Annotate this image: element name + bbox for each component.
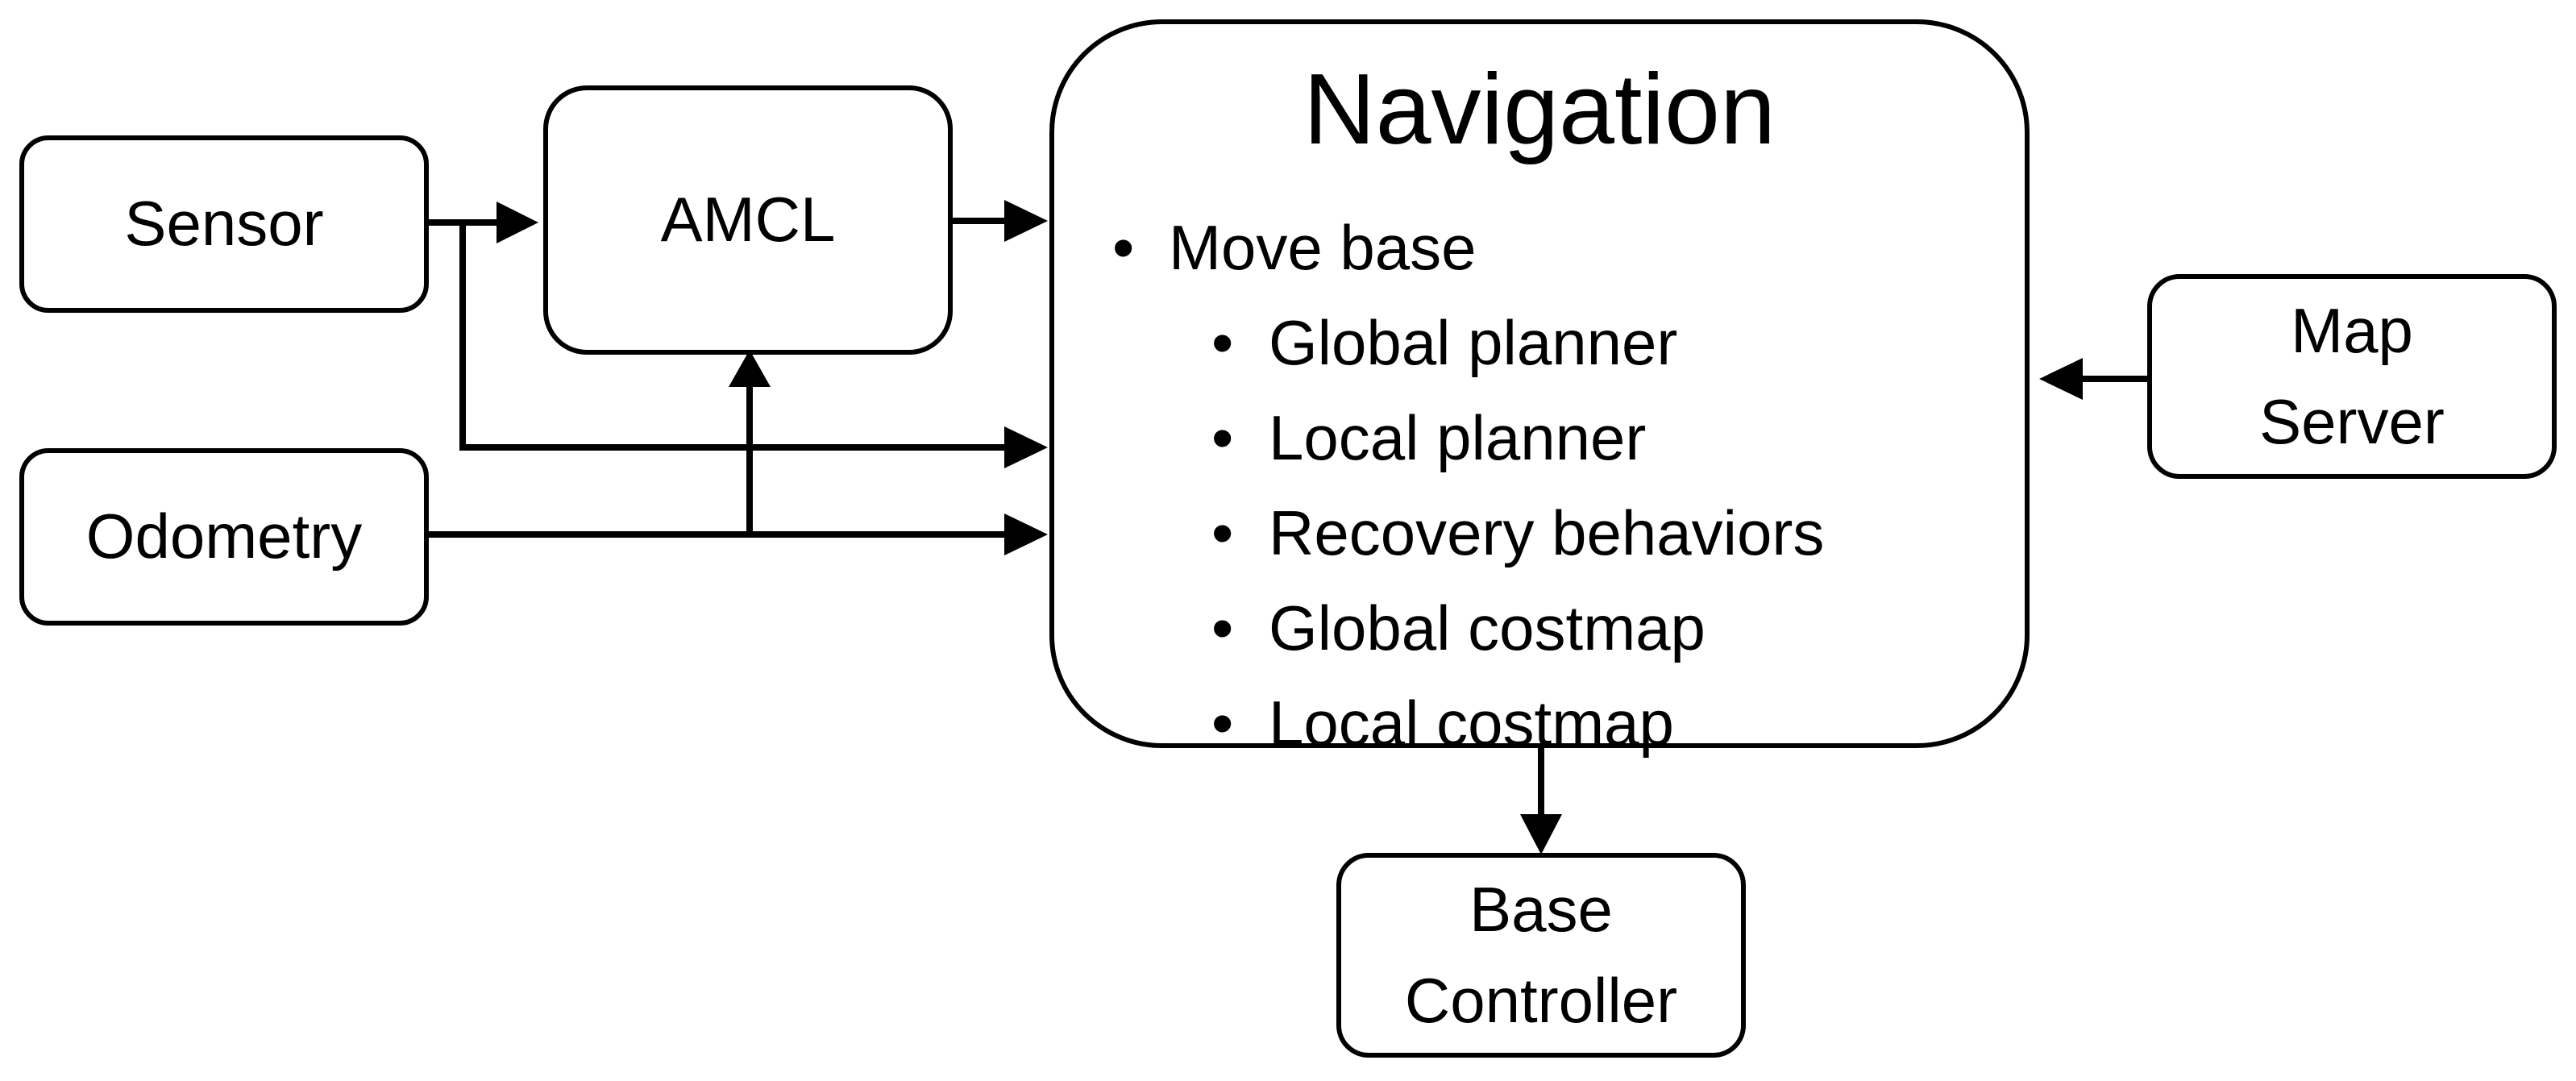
arrowhead-odometry-amcl	[729, 350, 771, 387]
map-server-label-line-1: Map	[2291, 294, 2413, 366]
navigation-item: Move base	[1103, 200, 1824, 295]
odometry-label: Odometry	[85, 501, 363, 572]
sensor-label: Sensor	[124, 188, 324, 260]
navigation-item: Global costmap	[1103, 580, 1824, 676]
edge-sensor-navigation	[459, 222, 1008, 451]
arrowhead-odometry-navigation	[1004, 513, 1048, 555]
amcl-node: AMCL	[543, 85, 953, 355]
navigation-title: Navigation	[1303, 54, 1776, 165]
map-server-label-line-2: Server	[2259, 386, 2445, 457]
navigation-item: Global planner	[1103, 295, 1824, 390]
navigation-component-list: Move baseGlobal plannerLocal plannerReco…	[1103, 200, 1824, 771]
navigation-node: Navigation Move baseGlobal plannerLocal …	[1049, 19, 2030, 771]
navigation-item: Recovery behaviors	[1103, 485, 1824, 580]
base-controller-label-line-1: Base	[1469, 873, 1613, 945]
arrowhead-sensor-navigation	[1004, 426, 1048, 468]
amcl-label: AMCL	[660, 184, 836, 256]
arrowhead-sensor-amcl	[497, 202, 538, 243]
navigation-item: Local costmap	[1103, 676, 1824, 771]
arrowhead-amcl-navigation	[1004, 200, 1048, 242]
arrowhead-navigation-basecontroller	[1520, 814, 1562, 854]
odometry-node: Odometry	[19, 448, 429, 626]
sensor-node: Sensor	[19, 135, 429, 313]
base-controller-label-line-2: Controller	[1404, 965, 1678, 1036]
map-server-node: Map Server	[2147, 274, 2557, 479]
arrowhead-mapserver-navigation	[2039, 358, 2083, 400]
navigation-item: Local planner	[1103, 390, 1824, 485]
base-controller-node: Base Controller	[1336, 853, 1746, 1058]
